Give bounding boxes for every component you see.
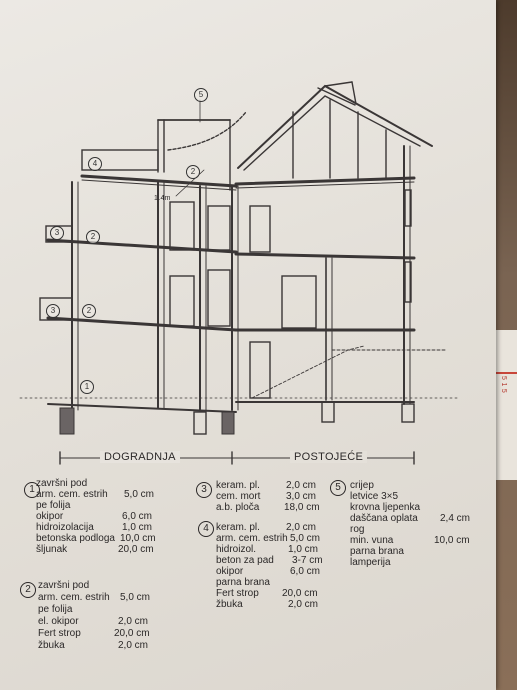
- legend-4-line-5: okipor: [216, 566, 244, 577]
- legend-2-value-2: 5,0 cm: [120, 592, 151, 603]
- callout-2-upper: 2: [86, 230, 100, 244]
- legend-3: keram. pl. 2,0 cm cem. mort 3,0 cm a.b. pl…: [216, 480, 326, 513]
- callout-1: 1: [80, 380, 94, 394]
- legend-5-line-3: krovna ljepenka: [350, 502, 421, 513]
- roof-inner: [243, 95, 421, 171]
- legend-4-value-3: 1,0 cm: [288, 544, 319, 555]
- legend-1-value-4: 6,0 cm: [122, 511, 153, 522]
- legend-1-line-3: pe folija: [36, 500, 71, 511]
- callout-3-upper: 3: [50, 226, 64, 240]
- legend-5-line-6: min. vuna: [350, 535, 394, 546]
- legend-1-line-5: hidroizolacija: [36, 522, 94, 533]
- legend-3-line-2: cem. mort: [216, 491, 261, 502]
- existing-label: POSTOJEĆE: [290, 451, 368, 463]
- legend-1-value-7: 20,0 cm: [118, 544, 154, 555]
- drawing-sheet: [0, 0, 496, 690]
- legend-3-value-2: 3,0 cm: [286, 491, 317, 502]
- legend-2-value-6: 2,0 cm: [118, 640, 149, 651]
- legend-2-line-1: završni pod: [38, 580, 90, 591]
- legend-2-line-6: žbuka: [38, 640, 65, 651]
- legend-5-line-5: rog: [350, 524, 365, 535]
- height-note: 1.4m: [154, 195, 171, 202]
- legend-1-value-6: 10,0 cm: [120, 533, 156, 544]
- legend-4-value-2: 5,0 cm: [290, 533, 321, 544]
- legend-3-line-1: keram. pl.: [216, 480, 260, 491]
- legend-4-line-4: beton za pad: [216, 555, 274, 566]
- legend-2-line-4: el. okipor: [38, 616, 79, 627]
- section-drawing: [19, 81, 461, 465]
- legend-1-value-2: 5,0 cm: [124, 489, 155, 500]
- legend-4-line-6: parna brana: [216, 577, 270, 588]
- adjacent-document-text: 5 1 5: [500, 376, 507, 394]
- legend-2-line-3: pe folija: [38, 604, 73, 615]
- legend-4-line-7: Fert strop: [216, 588, 259, 599]
- legend-5-line-1: crijep: [350, 480, 374, 491]
- legend-4-number: 4: [198, 521, 214, 537]
- legend-4-line-3: hidroizol.: [216, 544, 257, 555]
- legend-2-value-5: 20,0 cm: [114, 628, 150, 639]
- callout-2-top: 2: [186, 165, 200, 179]
- roof-line: [237, 84, 433, 169]
- callout-3-lower: 3: [46, 304, 60, 318]
- legend-2-line-5: Fert strop: [38, 628, 81, 639]
- legend-1-line-6: betonska podloga: [36, 533, 115, 544]
- legend-1-line-2: arm. cem. estrih: [36, 489, 108, 500]
- legend-4-value-1: 2,0 cm: [286, 522, 317, 533]
- legend-5: crijep letvice 3×5 krovna ljepenka dašča…: [350, 480, 490, 568]
- legend-3-line-3: a.b. ploča: [216, 502, 260, 513]
- legend-4-value-8: 2,0 cm: [288, 599, 319, 610]
- legend-5-value-6: 10,0 cm: [434, 535, 470, 546]
- adjacent-document-stripe: [494, 372, 517, 424]
- legend-4-value-7: 20,0 cm: [282, 588, 318, 599]
- legend-1: završni pod arm. cem. estrih 5,0 cm pe fo…: [36, 478, 160, 555]
- extension-label: DOGRADNJA: [100, 451, 180, 463]
- legend-1-line-4: okipor: [36, 511, 64, 522]
- legend-1-value-5: 1,0 cm: [122, 522, 153, 533]
- callout-4: 4: [88, 157, 102, 171]
- legend-3-number: 3: [196, 482, 212, 498]
- legend-4-value-4: 3-7 cm: [292, 555, 323, 566]
- legend-1-line-7: šljunak: [36, 544, 68, 555]
- legend-2-value-4: 2,0 cm: [118, 616, 149, 627]
- legend-5-value-4: 2,4 cm: [440, 513, 471, 524]
- callout-2-lower: 2: [82, 304, 96, 318]
- legend-1-number: 1: [24, 482, 40, 498]
- legend-1-line-1: završni pod: [36, 478, 88, 489]
- legend-2: završni pod arm. cem. estrih 5,0 cm pe fo…: [38, 580, 162, 652]
- legend-3-value-1: 2,0 cm: [286, 480, 317, 491]
- legend-2-line-2: arm. cem. estrih: [38, 592, 110, 603]
- callout-5: 5: [194, 88, 208, 102]
- legend-5-line-8: lamperija: [350, 557, 391, 568]
- legend-4-line-2: arm. cem. estrih: [216, 533, 288, 544]
- legend-5-line-4: daščana oplata: [350, 513, 418, 524]
- legend-2-number: 2: [20, 582, 36, 598]
- legend-3-value-3: 18,0 cm: [284, 502, 320, 513]
- legend-4-line-8: žbuka: [216, 599, 243, 610]
- legend-5-number: 5: [330, 480, 346, 496]
- legend-5-line-7: parna brana: [350, 546, 404, 557]
- legend-4-value-5: 6,0 cm: [290, 566, 321, 577]
- legend-4-line-1: keram. pl.: [216, 522, 260, 533]
- legend-5-line-2: letvice 3×5: [350, 491, 399, 502]
